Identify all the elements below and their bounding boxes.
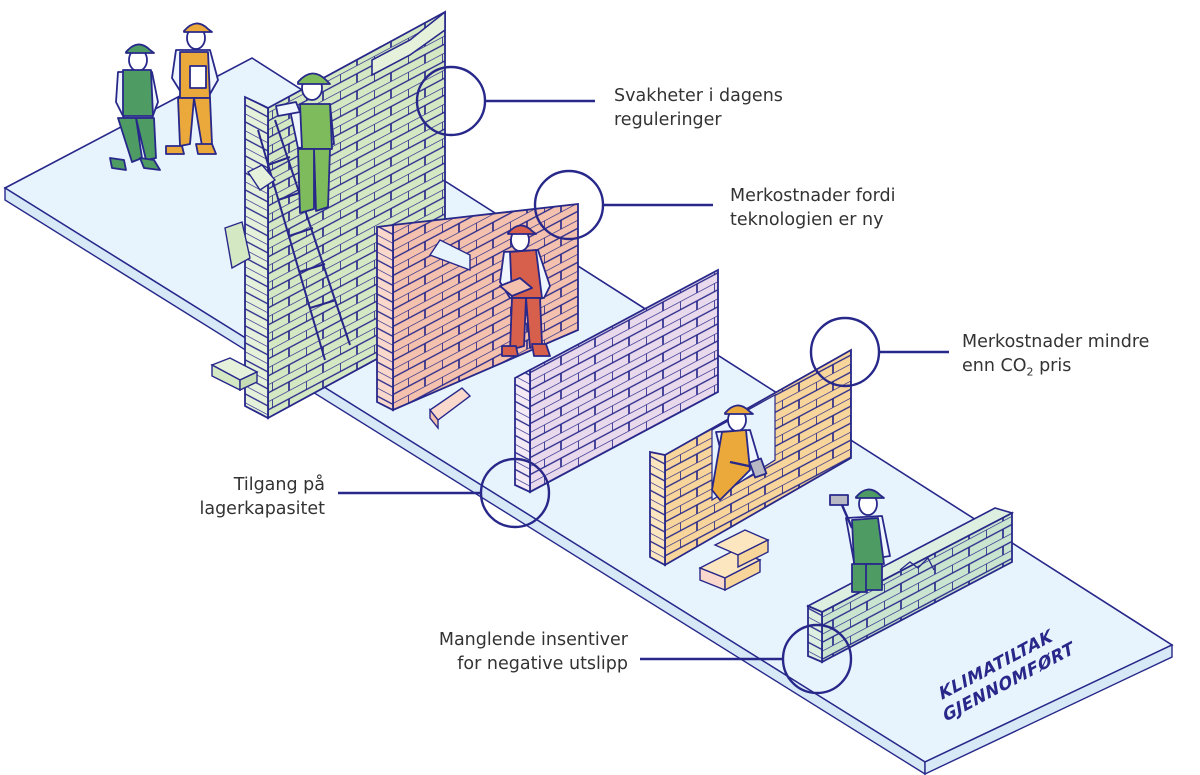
callout-text-line: Merkostnader mindre <box>962 332 1150 352</box>
co2-text: enn CO <box>962 356 1027 376</box>
co2-subscript: 2 <box>1026 365 1034 379</box>
wall-green-top-step <box>371 10 446 77</box>
callout-storage-capacity: Tilgang på lagerkapasitet <box>199 473 325 521</box>
callout-markers <box>338 65 949 695</box>
callout-text-line: reguleringer <box>614 110 722 130</box>
worker-green-supervisor <box>109 43 161 171</box>
wall-mint-end <box>807 604 823 664</box>
callout-text-line: for negative utslipp <box>457 654 628 674</box>
callout-text-line: teknologien er ny <box>730 210 884 230</box>
worker-orange-supervisor <box>165 22 219 155</box>
loose-bricks <box>210 164 472 430</box>
callout-text-line: Tilgang på <box>233 475 325 495</box>
callout-text-line: Manglende insentiver <box>438 630 628 650</box>
wall-mint-crack <box>899 556 935 571</box>
callout-text-line: lagerkapasitet <box>199 499 325 519</box>
worker-lime-climbing <box>275 72 335 214</box>
callout-text-line: Merkostnader fordi <box>730 186 896 206</box>
co2-suffix: pris <box>1033 356 1072 376</box>
wall-red-notch <box>428 239 471 272</box>
wall-purple-end <box>514 368 531 494</box>
wall-red-end <box>376 223 394 412</box>
callout-text-line: Svakheter i dagens <box>614 86 783 106</box>
callout-weak-regulations: Svakheter i dagens reguleringer <box>614 84 783 132</box>
callout-new-technology-costs: Merkostnader fordi teknologien er ny <box>730 184 895 232</box>
callout-text-line: enn CO2 pris <box>962 354 1149 385</box>
callout-negative-emissions: Manglende insentiver for negative utslip… <box>439 628 628 676</box>
ladder <box>257 119 351 361</box>
platform-right-side <box>924 643 1173 775</box>
callout-costs-below-co2-price: Merkostnader mindre enn CO2 pris <box>962 330 1149 385</box>
wall-orange-end <box>649 450 666 567</box>
worker-red-carrying <box>499 224 551 357</box>
worker-orange-hammer <box>711 404 768 501</box>
brick-pile <box>698 529 770 592</box>
worker-green-hammer <box>829 488 891 593</box>
